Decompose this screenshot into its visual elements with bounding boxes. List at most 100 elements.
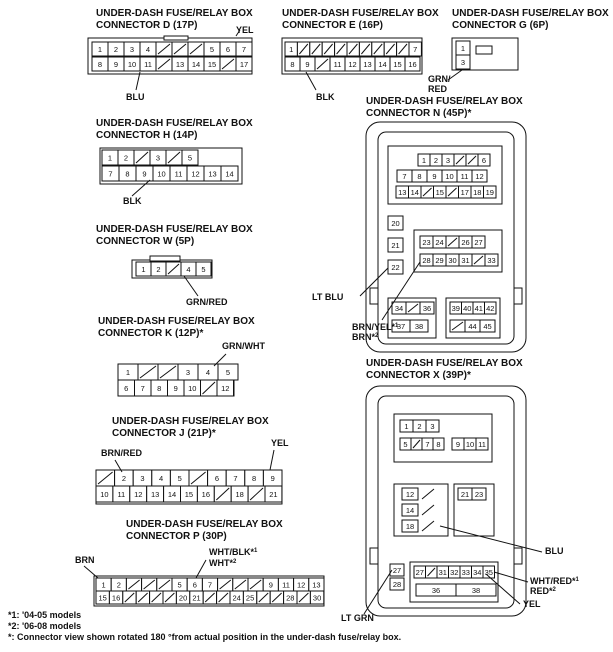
connector-d-top-pin: 1: [98, 45, 102, 54]
connector-h-top-cell: [181, 149, 199, 166]
connector-n-d1-cell: [484, 301, 497, 315]
connector-x-a1-cell: [425, 419, 440, 433]
connector-j-top-pin: 5: [178, 474, 182, 483]
connector-x-clip-right: [513, 547, 523, 565]
connector-n-b1-pin: 27: [474, 238, 482, 247]
connector-k-bottom-pin: 9: [174, 384, 178, 393]
connector-n-col-pin: 22: [391, 263, 399, 272]
connector-x-b-pin: 12: [406, 490, 414, 499]
connector-p-wire-wht-blk-sup: 1: [254, 548, 258, 554]
connector-w-latch: [149, 255, 181, 262]
connector-d-top-pin: 4: [146, 45, 150, 54]
connector-p-bottom-empty-slash: [298, 592, 309, 603]
connector-g-bottom-cell: [455, 54, 471, 70]
connector-x-wire-lt-grn: LT GRN: [341, 613, 374, 623]
connector-n-a1-empty-slash: [467, 155, 477, 165]
connector-n-a3-empty-slash: [447, 187, 457, 197]
connector-d-bottom-pin: 14: [192, 60, 200, 69]
connector-d-bottom-pin: 11: [144, 60, 152, 69]
connector-x-d1-pin: 35: [485, 568, 493, 577]
connector-n-title-line2: CONNECTOR N (45P)*: [366, 108, 471, 119]
connector-h-bottom-pin: 8: [125, 170, 129, 179]
connector-n-block-a: [387, 145, 503, 205]
connector-d-title-line1: UNDER-DASH FUSE/RELAY BOX: [96, 8, 253, 19]
connector-h-bottom-pin: 12: [191, 170, 199, 179]
connector-j: UNDER-DASH FUSE/RELAY BOX CONNECTOR J (2…: [95, 416, 289, 505]
connector-p-top-pin: 13: [312, 581, 320, 590]
connector-g-body: 13: [447, 37, 519, 81]
connector-k-bottom-pin: 8: [157, 384, 161, 393]
connector-n-c2-pin: 38: [415, 322, 423, 331]
connector-n-b2-pin: 29: [435, 256, 443, 265]
connector-x-title-line1: UNDER-DASH FUSE/RELAY BOX: [366, 358, 523, 369]
connector-j-bottom-pin: 15: [185, 490, 193, 499]
connector-x-lead-lt-grn: [363, 569, 393, 615]
connector-e-top-empty-slash: [373, 43, 383, 55]
connector-n-a2-pin: 7: [402, 172, 406, 181]
connector-p-top-pin: 7: [208, 581, 212, 590]
connector-p-wire-wht-blk: WHT/BLK*1: [209, 547, 258, 557]
connector-w-lead: [183, 275, 199, 297]
connector-g-latch: [475, 45, 493, 55]
connector-j-bottom-pin: 10: [100, 490, 108, 499]
connector-p-top-pin: 1: [102, 581, 106, 590]
connector-p-bottom-pin: 20: [179, 594, 187, 603]
connector-x-b-cell: [401, 487, 419, 501]
connector-x-d2-cell: [455, 583, 497, 597]
connector-k-bottom-pin: 7: [141, 384, 145, 393]
connector-k-bottom-pin: 6: [124, 384, 128, 393]
connector-j-top-empty-slash: [190, 471, 206, 485]
connector-x-wire-red: RED*2: [530, 586, 557, 596]
connector-p-lead-wht: [195, 559, 207, 579]
connector-e-top-pin: 7: [413, 45, 417, 54]
connector-h-bottom-pin: 11: [175, 170, 183, 179]
connector-n-wire-lt-blu: LT BLU: [312, 292, 343, 302]
connector-n-block-d: [445, 297, 501, 339]
connector-x-block-b: [393, 483, 449, 537]
connector-k-top-pin: 3: [186, 368, 190, 377]
connector-e-top-empty-slash: [385, 43, 395, 55]
connector-p-top-empty-slash: [219, 579, 232, 590]
connector-h-top-empty-slash: [167, 151, 181, 164]
connector-n-a1-pin: 2: [434, 156, 438, 165]
connector-j-title-line1: UNDER-DASH FUSE/RELAY BOX: [112, 416, 269, 427]
connector-x-wire-wht-red-sup: 1: [576, 577, 580, 583]
connector-n-b2-pin: 28: [422, 256, 430, 265]
connector-j-bottom-pin: 21: [269, 490, 277, 499]
connector-d-bottom-empty-slash: [221, 58, 235, 70]
connector-p-bottom-pin: 16: [112, 594, 120, 603]
connector-n-wire-brn-yel-text: BRN/YEL*: [352, 322, 396, 332]
connector-d-top-pin: 2: [114, 45, 118, 54]
connector-n-a1-empty-slash: [455, 155, 465, 165]
connector-w-cell: [195, 261, 212, 277]
connector-n-col-pin: 20: [391, 219, 399, 228]
connector-k-wire-grn-wht: GRN/WHT: [222, 341, 265, 351]
connector-d-bottom-pin: 13: [176, 60, 184, 69]
connector-x-lead-wht-red: [493, 571, 529, 583]
connector-n-wire-brn-yel-sup: 1: [395, 323, 399, 329]
connector-e-bottom-pin: 14: [378, 60, 386, 69]
connector-x-a3-pin: 11: [478, 440, 486, 449]
connector-n-clip-left: [369, 287, 379, 305]
connector-k-top-pin: 4: [206, 368, 210, 377]
connector-w-title-line1: UNDER-DASH FUSE/RELAY BOX: [96, 224, 253, 235]
connector-n-a3-pin: 19: [486, 188, 494, 197]
connector-j-top-pin: 8: [252, 474, 256, 483]
connector-d-bottom-pin: 10: [128, 60, 136, 69]
connector-p-bottom-pin: 30: [313, 594, 321, 603]
connector-j-wire-yel: YEL: [271, 438, 289, 448]
connector-e-bottom-pin: 8: [290, 60, 294, 69]
connector-e-top-empty-slash: [398, 43, 408, 55]
connector-x-a1-pin: 3: [430, 422, 434, 431]
connector-h-bottom-pin: 14: [225, 170, 233, 179]
connector-d-top-empty-slash: [189, 43, 203, 55]
connector-p-bottom-empty-slash: [164, 592, 175, 603]
connector-w-title-line2: CONNECTOR W (5P): [96, 236, 194, 247]
connector-g: UNDER-DASH FUSE/RELAY BOX CONNECTOR G (6…: [428, 8, 609, 94]
connector-n-a2-pin: 12: [475, 172, 483, 181]
connector-p-top-empty-slash: [234, 579, 247, 590]
